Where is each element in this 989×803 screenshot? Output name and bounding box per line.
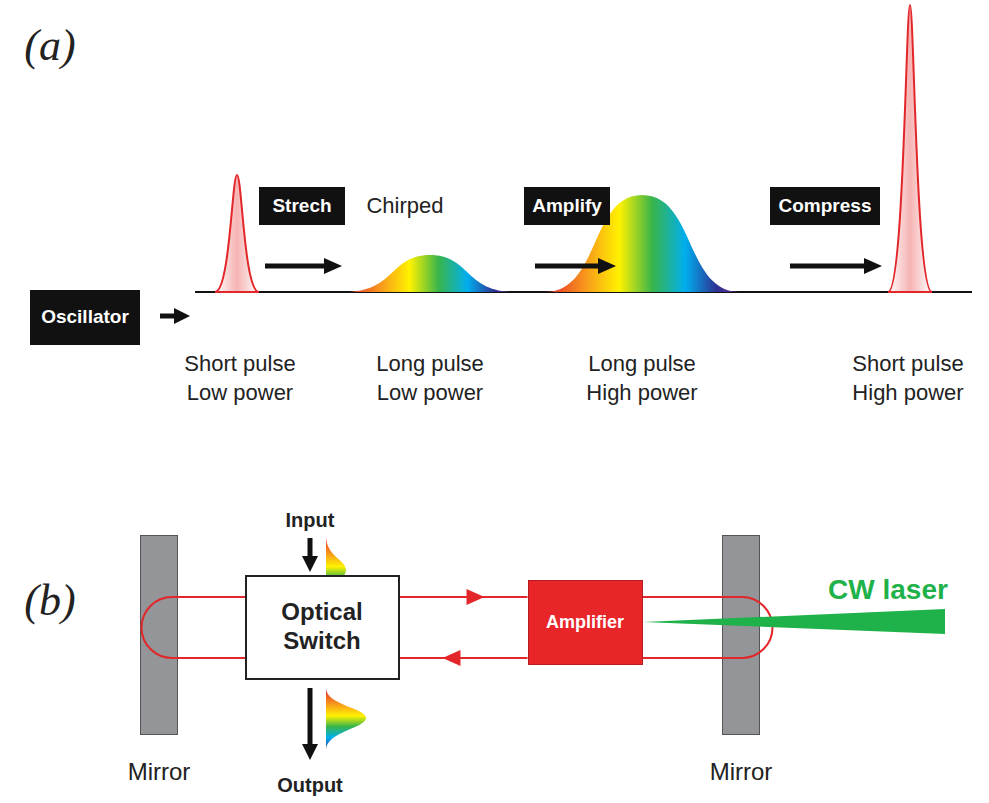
caption-text: Output bbox=[277, 774, 343, 797]
stage-box: Amplify bbox=[524, 187, 610, 225]
caption-text: High power bbox=[852, 380, 963, 406]
node-text: Strech bbox=[272, 195, 331, 217]
caption-text: Chirped bbox=[366, 193, 443, 219]
caption-text: Low power bbox=[187, 380, 293, 406]
node-text: Amplifier bbox=[546, 612, 624, 633]
mirror: Mirror bbox=[722, 535, 760, 735]
node-text: Mirror bbox=[128, 758, 191, 786]
node-text: Optical Switch bbox=[262, 598, 382, 656]
amplifier-box: Amplifier bbox=[528, 580, 643, 665]
caption-text: Input bbox=[286, 509, 335, 532]
mirror: Mirror bbox=[140, 535, 178, 735]
node-text: Oscillator bbox=[41, 306, 129, 328]
caption-text: High power bbox=[586, 380, 697, 406]
stage-box: Strech bbox=[259, 187, 345, 225]
stage-box: Compress bbox=[770, 187, 880, 225]
beam-path bbox=[400, 589, 528, 605]
caption-text: Short pulse bbox=[184, 351, 295, 377]
caption-text: CW laser bbox=[828, 574, 948, 606]
caption-text: Short pulse bbox=[852, 351, 963, 377]
stage-box: Oscillator bbox=[30, 290, 140, 345]
optical-switch: Optical Switch bbox=[245, 575, 400, 680]
caption-text: Long pulse bbox=[588, 351, 696, 377]
panel-label: (a) bbox=[24, 20, 75, 71]
panel-label: (b) bbox=[24, 575, 75, 626]
node-text: Mirror bbox=[710, 758, 773, 786]
node-text: Amplify bbox=[532, 195, 602, 217]
beam-path bbox=[400, 650, 528, 666]
node-text: Compress bbox=[779, 195, 872, 217]
caption-text: Low power bbox=[377, 380, 483, 406]
caption-text: Long pulse bbox=[376, 351, 484, 377]
